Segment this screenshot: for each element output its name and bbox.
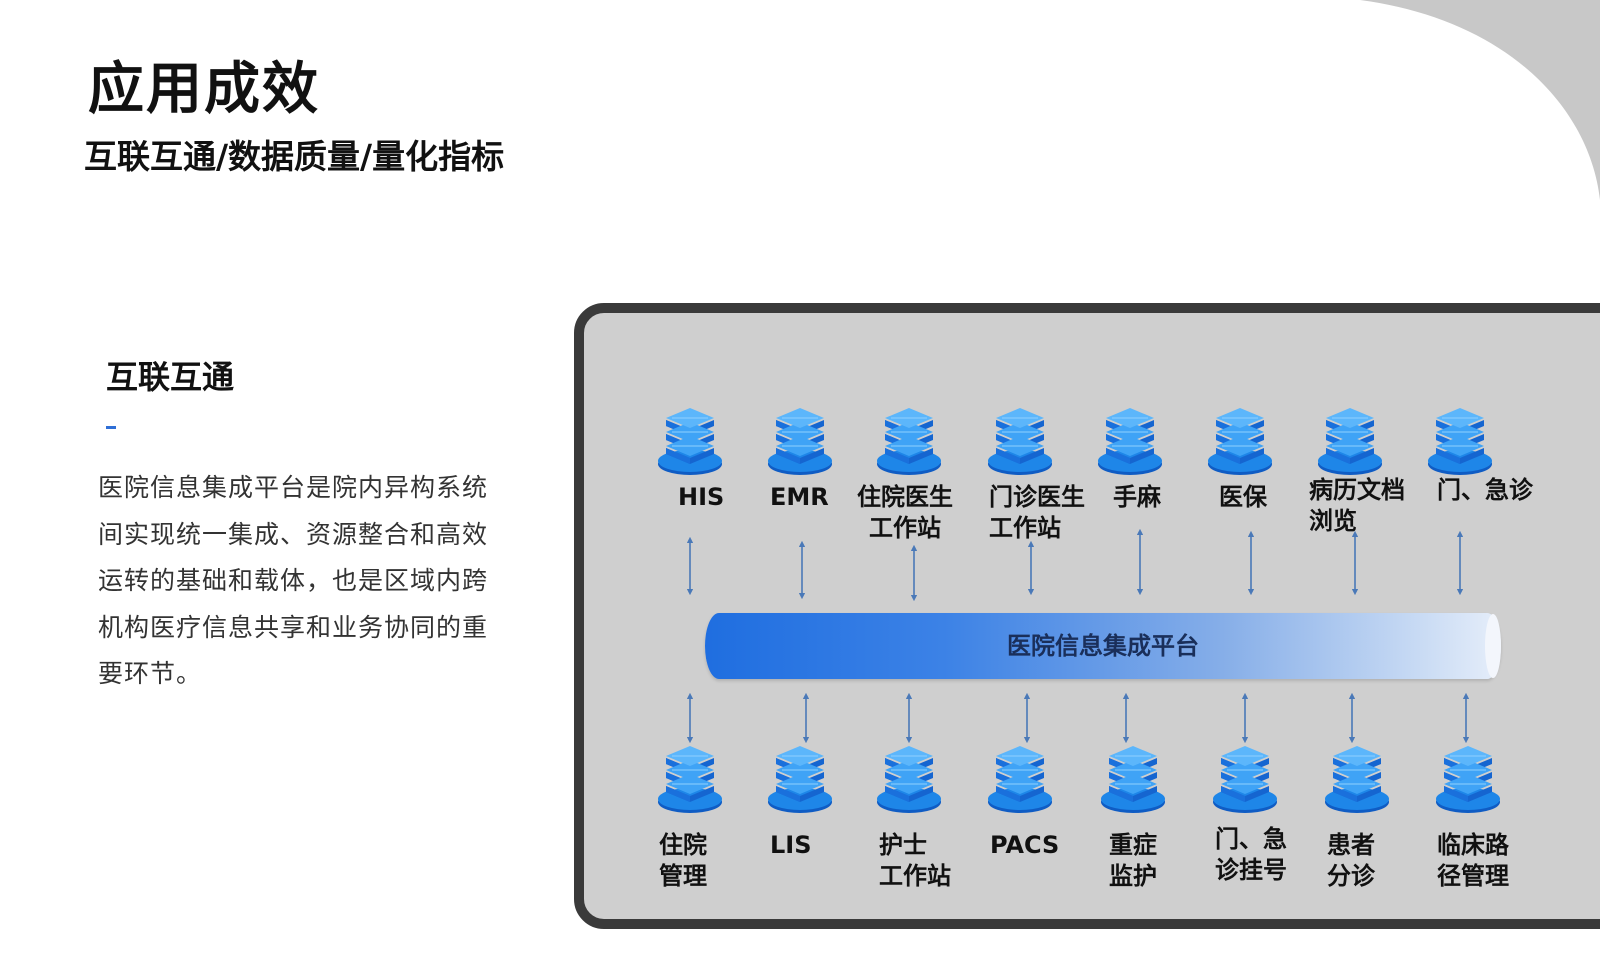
- section-heading: 互联互通: [106, 358, 235, 396]
- node-label-medical-insurance: 医保: [1219, 483, 1267, 511]
- server-icon: [657, 745, 723, 814]
- integration-platform-label: 医院信息集成平台: [1007, 632, 1199, 660]
- server-icon: [876, 745, 942, 814]
- server-icon: [1435, 745, 1501, 814]
- node-label-emr: EMR: [770, 483, 829, 511]
- node-label-lis: LIS: [770, 831, 812, 859]
- node-label-clinical-pathway: 临床路 径管理: [1437, 831, 1509, 890]
- page-title: 应用成效: [88, 57, 320, 122]
- server-icon: [1100, 745, 1166, 814]
- corner-decoration: [1360, 0, 1600, 200]
- node-label-icu: 重症 监护: [1109, 831, 1157, 890]
- integration-platform-bar: [705, 613, 1501, 679]
- page-subtitle: 互联互通/数据质量/量化指标: [84, 137, 505, 176]
- server-icon: [657, 407, 723, 476]
- section-accent-dash: [106, 426, 116, 429]
- node-label-inpatient-doctor-station: 住院医生 工作站: [857, 483, 953, 542]
- integration-platform-bar-cap: [1485, 614, 1501, 678]
- section-body-text: 医院信息集成平台是院内异构系统间实现统一集成、资源整合和高效运转的基础和载体，也…: [98, 473, 489, 688]
- node-label-triage: 患者 分诊: [1327, 831, 1375, 890]
- server-icon: [1317, 407, 1383, 476]
- node-label-outpatient-emergency: 门、急诊: [1437, 476, 1533, 504]
- node-label-outpatient-doctor-station: 门诊医生 工作站: [989, 483, 1085, 542]
- server-icon: [767, 745, 833, 814]
- server-icon: [767, 407, 833, 476]
- server-icon: [1324, 745, 1390, 814]
- server-icon: [1212, 745, 1278, 814]
- node-label-registration: 门、急 诊挂号: [1215, 825, 1287, 884]
- server-icon: [876, 407, 942, 476]
- node-label-anesthesia: 手麻: [1113, 483, 1161, 511]
- server-icon: [1207, 407, 1273, 476]
- node-label-inpatient-management: 住院 管理: [659, 831, 707, 890]
- server-icon: [1097, 407, 1163, 476]
- server-icon: [987, 745, 1053, 814]
- server-icon: [1427, 407, 1493, 476]
- node-label-record-browse: 病历文档 浏览: [1309, 476, 1405, 535]
- node-label-pacs: PACS: [990, 831, 1060, 859]
- node-label-nurse-station: 护士 工作站: [879, 831, 951, 890]
- node-label-his: HIS: [678, 483, 725, 511]
- server-icon: [987, 407, 1053, 476]
